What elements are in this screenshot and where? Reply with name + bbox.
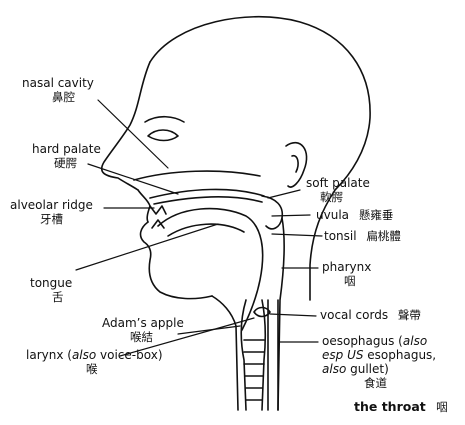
leader-nasal-cavity	[97, 99, 169, 169]
label-oesophagus-line1-pre: oesophagus (	[322, 334, 403, 348]
label-larynx-en-pre: larynx (	[26, 348, 72, 362]
tongue-top	[167, 223, 245, 237]
label-oesophagus-line3: also gullet)	[322, 362, 436, 376]
label-vocal-cords-en: vocal cords	[320, 308, 389, 322]
label-pharynx-zh: 咽	[344, 274, 356, 288]
diagram-caption: the throat 咽	[354, 399, 448, 415]
label-oesophagus-line2-italic: esp US	[322, 348, 364, 362]
face-profile	[100, 61, 151, 191]
hard-palate-line-2	[153, 196, 263, 205]
label-tongue-zh: 舌	[52, 290, 64, 304]
upper-teeth	[149, 205, 167, 215]
label-oesophagus-line2: esp US esophagus,	[322, 348, 436, 362]
label-uvula-zh: 懸雍垂	[358, 208, 394, 222]
label-tonsil-en: tonsil	[324, 229, 357, 243]
label-larynx-en: larynx (also voice-box)	[26, 348, 163, 362]
vocal-cords-shape	[253, 306, 271, 318]
leader-tongue	[75, 223, 219, 271]
label-larynx-en-italic: also	[71, 348, 97, 362]
label-oesophagus-line3-italic: also	[322, 362, 347, 376]
diagram-caption-en: the throat	[354, 399, 426, 414]
jaw-neck-front	[211, 295, 239, 411]
larynx-front	[240, 299, 247, 411]
leader-larynx	[119, 317, 255, 357]
label-oesophagus-line1: oesophagus (also	[322, 334, 436, 348]
eyebrow	[144, 115, 185, 123]
label-soft-palate-en: soft palate	[306, 176, 370, 190]
label-adams-apple: Adam’s apple 喉結	[102, 316, 184, 344]
label-oesophagus-zh: 食道	[364, 376, 387, 390]
label-oesophagus: oesophagus (also esp US esophagus, also …	[322, 334, 436, 390]
tongue-shape	[157, 207, 264, 331]
pharynx-wall	[277, 217, 285, 411]
label-nasal-cavity-en: nasal cavity	[22, 76, 94, 90]
label-adams-apple-en: Adam’s apple	[102, 316, 184, 330]
ear	[285, 141, 308, 188]
label-alveolar-ridge-en: alveolar ridge	[10, 198, 93, 212]
hard-palate-line	[149, 188, 265, 199]
label-oesophagus-line2-post: esophagus,	[363, 348, 437, 362]
leader-vocal-cords	[269, 313, 317, 317]
label-larynx: larynx (also voice-box) 喉	[26, 348, 163, 376]
eye	[147, 129, 179, 142]
label-uvula-en: uvula	[316, 208, 349, 222]
head-outline	[149, 16, 371, 301]
leader-soft-palate	[267, 189, 301, 199]
label-hard-palate: hard palate 硬腭	[32, 142, 101, 170]
ear-inner	[291, 154, 299, 173]
nasal-floor	[133, 170, 261, 181]
label-alveolar-ridge-zh: 牙槽	[40, 212, 63, 226]
label-nasal-cavity-zh: 鼻腔	[52, 90, 75, 104]
leader-lines	[75, 99, 323, 357]
label-vocal-cords-zh: 聲帶	[397, 308, 421, 322]
label-uvula: uvula 懸雍垂	[316, 208, 393, 222]
label-vocal-cords: vocal cords 聲帶	[320, 308, 421, 322]
label-tonsil-zh: 扁桃體	[366, 229, 401, 243]
upper-lip	[137, 189, 151, 223]
label-tongue: tongue 舌	[30, 276, 72, 304]
label-tonsil: tonsil 扁桃體	[324, 229, 401, 243]
soft-palate-curve	[261, 195, 284, 230]
label-oesophagus-line1-italic: also	[402, 334, 428, 348]
leader-hard-palate	[87, 163, 179, 195]
label-hard-palate-zh: 硬腭	[54, 156, 77, 170]
label-adams-apple-zh: 喉結	[130, 330, 153, 344]
label-soft-palate: soft palate 軟腭	[306, 176, 370, 204]
label-soft-palate-zh: 軟腭	[320, 190, 343, 204]
lower-lip-chin	[139, 221, 213, 300]
leader-tonsil	[271, 233, 323, 237]
label-larynx-en-post: voice-box)	[96, 348, 163, 362]
lower-teeth	[151, 219, 165, 229]
label-tongue-en: tongue	[30, 276, 73, 290]
larynx-back	[261, 299, 267, 411]
label-hard-palate-en: hard palate	[32, 142, 101, 156]
leader-uvula	[271, 214, 311, 217]
label-oesophagus-line3-post: gullet)	[346, 362, 389, 376]
label-alveolar-ridge: alveolar ridge 牙槽	[10, 198, 93, 226]
diagram-caption-zh: 咽	[436, 400, 448, 414]
label-pharynx-en: pharynx	[322, 260, 372, 274]
label-pharynx: pharynx 咽	[322, 260, 371, 288]
leader-adams-apple	[177, 325, 241, 335]
label-nasal-cavity: nasal cavity 鼻腔	[22, 76, 94, 104]
label-larynx-zh: 喉	[86, 362, 98, 376]
